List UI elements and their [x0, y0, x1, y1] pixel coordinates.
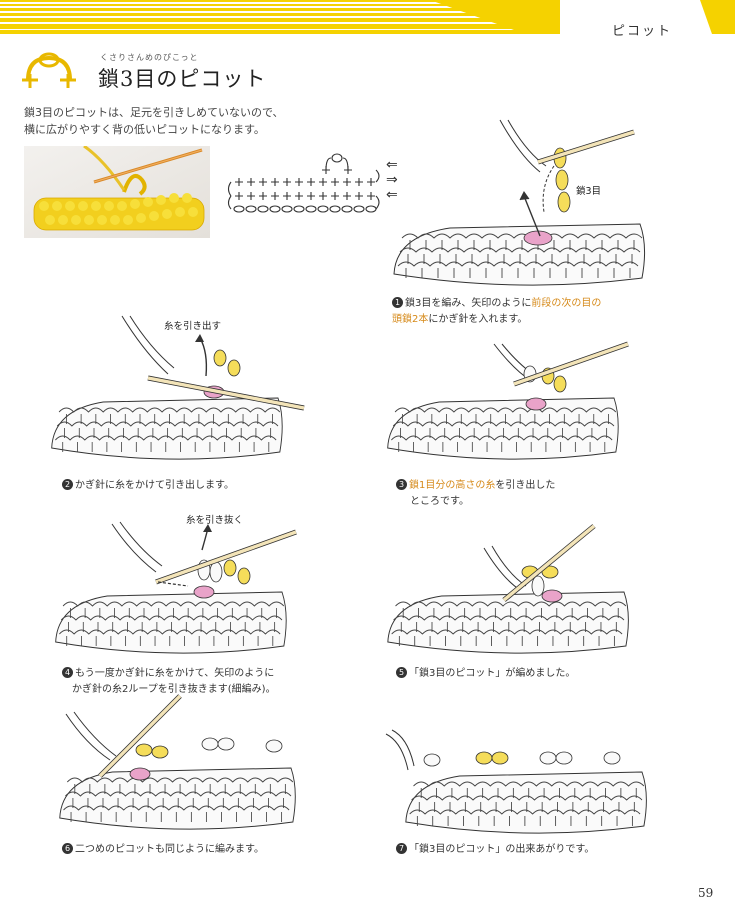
step-7-caption: 7「鎖3目のピコット」の出来あがりです。 [396, 842, 594, 858]
stitch-symbol-chart [227, 153, 380, 213]
step-2-callout: 糸を引き出す [164, 321, 222, 332]
crochet-photo [24, 146, 210, 238]
arrow-left-icon: ⇐ [386, 157, 398, 173]
step-5-caption: 5「鎖3目のピコット」が編めました。 [396, 666, 575, 682]
step-2-illustration [51, 315, 305, 460]
step-3-illustration [387, 341, 629, 460]
step-4-number: 4 [62, 667, 73, 678]
picot-symbol-icon [22, 52, 76, 88]
step-6-number: 6 [62, 843, 73, 854]
header-stripes-left [0, 0, 560, 34]
step-3-number: 3 [396, 479, 407, 490]
section-label: ピコット [612, 24, 673, 39]
page-title: 鎖3目のピコット [98, 67, 267, 91]
step-1-illustration [393, 119, 646, 286]
step-7-illustration [385, 729, 647, 834]
page-number: 59 [698, 886, 714, 900]
title-ruby: くさりさんめのぴこっと [100, 53, 199, 62]
step-1-number: 1 [392, 297, 403, 308]
step-7-number: 7 [396, 843, 407, 854]
header-stripes-right [700, 0, 735, 34]
arrow-left-icon: ⇐ [386, 187, 398, 203]
step-6-illustration [59, 694, 296, 830]
arrow-right-icon: ⇒ [386, 172, 398, 188]
intro-text: 鎖3目のピコットは、足元を引きしめていないので、 横に広がりやすく背の低いピコッ… [24, 106, 284, 136]
step-1-callout: 鎖3目 [576, 186, 602, 197]
step-2-number: 2 [62, 479, 73, 490]
row-direction-arrows: ⇐ ⇒ ⇐ [386, 158, 398, 203]
step-4-callout: 糸を引き抜く [186, 515, 244, 526]
step-5-number: 5 [396, 667, 407, 678]
step-5-illustration [387, 524, 629, 654]
step-4-illustration [55, 521, 297, 654]
